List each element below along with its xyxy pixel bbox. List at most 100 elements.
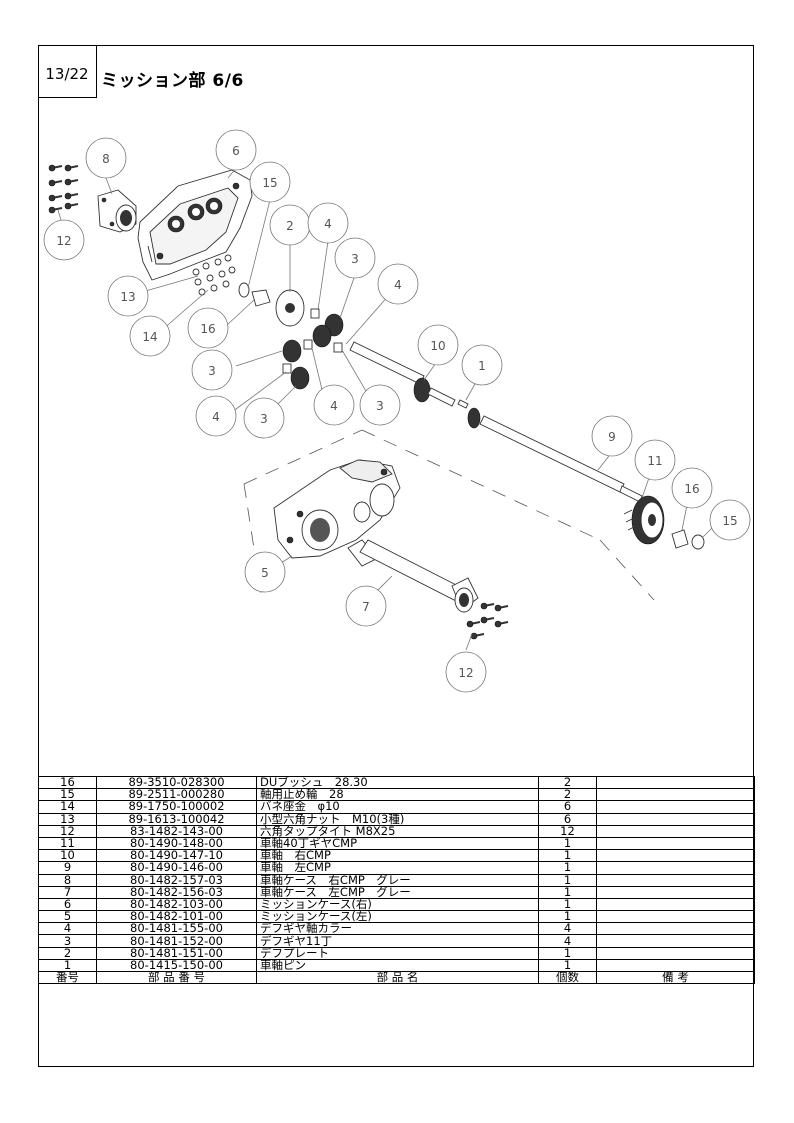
cell-qty: 2 bbox=[538, 788, 597, 802]
callout-6: 6 bbox=[215, 129, 257, 171]
cell-no: 10 bbox=[38, 849, 97, 863]
mission-case-right bbox=[137, 169, 253, 281]
svg-text:11: 11 bbox=[647, 454, 662, 468]
callout-4-a: 4 bbox=[307, 202, 349, 244]
cell-no: 6 bbox=[38, 897, 97, 912]
cell-no: 15 bbox=[38, 788, 97, 802]
callout-14: 14 bbox=[129, 315, 171, 357]
cell-qty: 2 bbox=[538, 775, 597, 790]
cell-qty: 1 bbox=[538, 861, 597, 875]
header-name: 部 品 名 bbox=[256, 970, 539, 985]
cell-remarks bbox=[596, 800, 755, 814]
cell-no: 13 bbox=[38, 812, 97, 826]
cell-name: 車軸ピン bbox=[256, 958, 539, 973]
cell-no: 16 bbox=[38, 775, 97, 790]
cell-part-number: 80-1482-157-03 bbox=[96, 873, 257, 887]
callout-12-lower: 12 bbox=[445, 651, 487, 693]
page-frame bbox=[38, 45, 754, 1067]
cell-part-number: 89-1613-100042 bbox=[96, 812, 257, 826]
callout-9: 9 bbox=[591, 415, 633, 457]
cell-name: DUブッシュ 28.30 bbox=[256, 775, 539, 790]
axle-case-left bbox=[347, 539, 479, 613]
cell-no: 14 bbox=[38, 800, 97, 814]
callout-3-b: 3 bbox=[191, 349, 233, 391]
cell-qty: 12 bbox=[538, 824, 597, 838]
svg-text:15: 15 bbox=[262, 176, 277, 190]
cell-qty: 1 bbox=[538, 958, 597, 973]
cell-name: デフプレート bbox=[256, 946, 539, 960]
cell-no: 3 bbox=[38, 934, 97, 948]
cell-qty: 1 bbox=[538, 897, 597, 912]
callout-3-a: 3 bbox=[334, 237, 376, 279]
cell-remarks bbox=[596, 922, 755, 936]
svg-text:4: 4 bbox=[330, 399, 338, 413]
cell-no: 12 bbox=[38, 824, 97, 838]
cell-name: 車軸ケース 左CMP グレー bbox=[256, 885, 539, 899]
callout-13: 13 bbox=[107, 275, 149, 317]
cell-remarks bbox=[596, 861, 755, 875]
cell-qty: 6 bbox=[538, 812, 597, 826]
cell-name: デフギヤ軸カラー bbox=[256, 922, 539, 936]
callout-4-b: 4 bbox=[377, 263, 419, 305]
callout-16-lower: 16 bbox=[671, 467, 713, 509]
cell-qty: 1 bbox=[538, 910, 597, 924]
mission-case-left bbox=[273, 459, 401, 559]
cell-qty: 1 bbox=[538, 946, 597, 960]
differential-assembly bbox=[275, 289, 344, 390]
cell-remarks bbox=[596, 788, 755, 802]
cell-name: バネ座金 φ10 bbox=[256, 800, 539, 814]
axle-right bbox=[349, 341, 469, 409]
svg-text:16: 16 bbox=[200, 322, 215, 336]
svg-text:4: 4 bbox=[324, 217, 332, 231]
bushing-and-clip-upper bbox=[238, 282, 271, 307]
svg-text:6: 6 bbox=[232, 144, 240, 158]
page-title: ミッション部 6/6 bbox=[101, 71, 244, 91]
cell-no: 8 bbox=[38, 873, 97, 887]
callout-10: 10 bbox=[417, 324, 459, 366]
callout-16-upper: 16 bbox=[187, 307, 229, 349]
cell-no: 5 bbox=[38, 910, 97, 924]
hex-bolts-lower bbox=[466, 602, 509, 640]
page-number: 13/22 bbox=[38, 45, 97, 98]
svg-text:4: 4 bbox=[212, 410, 220, 424]
callout-4-d: 4 bbox=[313, 384, 355, 426]
header-remarks: 備 考 bbox=[596, 970, 755, 985]
callout-11: 11 bbox=[634, 439, 676, 481]
cell-name: 六角タップタイト M8X25 bbox=[256, 824, 539, 838]
cell-remarks bbox=[596, 849, 755, 863]
cell-part-number: 89-1750-100002 bbox=[96, 800, 257, 814]
cell-remarks bbox=[596, 885, 755, 899]
svg-text:14: 14 bbox=[142, 330, 157, 344]
header-part-number: 部 品 番 号 bbox=[96, 970, 257, 985]
callout-15-lower: 15 bbox=[709, 499, 751, 541]
axle-case-right bbox=[97, 189, 137, 233]
cell-qty: 4 bbox=[538, 934, 597, 948]
cell-part-number: 80-1482-156-03 bbox=[96, 885, 257, 899]
svg-text:12: 12 bbox=[458, 666, 473, 680]
cell-no: 2 bbox=[38, 946, 97, 960]
cell-part-number: 80-1482-103-00 bbox=[96, 897, 257, 912]
cell-part-number: 80-1481-151-00 bbox=[96, 946, 257, 960]
svg-text:8: 8 bbox=[102, 152, 110, 166]
cell-name: 車軸 左CMP bbox=[256, 861, 539, 875]
cell-part-number: 80-1482-101-00 bbox=[96, 910, 257, 924]
callout-1: 1 bbox=[461, 344, 503, 386]
cell-part-number: 89-2511-000280 bbox=[96, 788, 257, 802]
cell-no: 7 bbox=[38, 885, 97, 899]
cell-name: ミッションケース(右) bbox=[256, 897, 539, 912]
svg-text:2: 2 bbox=[286, 219, 294, 233]
header-qty: 個数 bbox=[538, 970, 597, 985]
cell-remarks bbox=[596, 958, 755, 973]
cell-name: デフギヤ11丁 bbox=[256, 934, 539, 948]
